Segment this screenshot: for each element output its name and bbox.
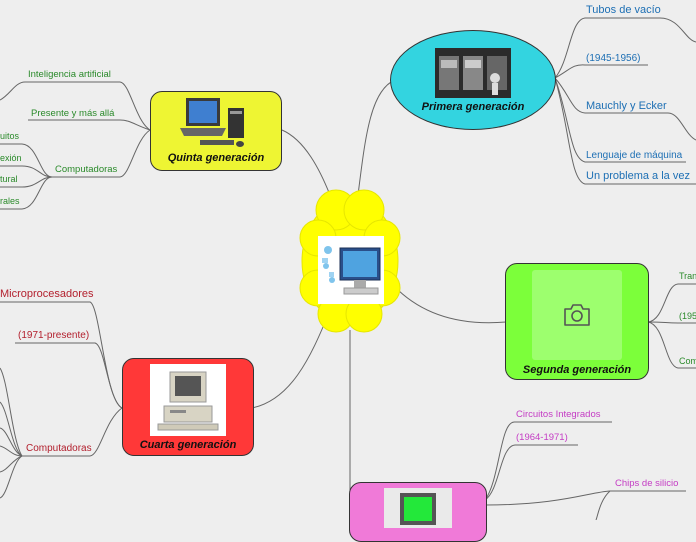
computer-icon	[318, 236, 384, 304]
tercera-item-chips[interactable]: Chips de silicio	[615, 478, 679, 489]
quinta-sub-2[interactable]: exión	[0, 153, 22, 163]
primera-item-problema[interactable]: Un problema a la vez	[586, 170, 690, 182]
quinta-sub-1[interactable]: uitos	[0, 131, 20, 141]
primera-item-lenguaje[interactable]: Lenguaje de máquina	[586, 150, 683, 161]
cuarta-generacion-node[interactable]: Cuarta generación	[122, 358, 254, 456]
pc-photo	[150, 364, 226, 436]
laptop-photo	[180, 98, 244, 147]
quinta-sub-4[interactable]: rales	[0, 196, 20, 206]
segunda-generacion-node[interactable]: Segunda generación	[505, 263, 649, 380]
tercera-item-circuitos[interactable]: Circuitos Integrados	[516, 409, 601, 420]
segunda-item-1[interactable]: Tran	[679, 271, 696, 281]
camera-icon	[564, 304, 590, 326]
connector-lines	[0, 17, 696, 520]
quinta-item-ia[interactable]: Inteligencia artificial	[28, 69, 111, 80]
quinta-generacion-title: Quinta generación	[167, 152, 265, 164]
cuarta-item-microprocesadores[interactable]: Microprocesadores	[0, 288, 94, 300]
primera-generacion-title: Primera generación	[421, 101, 525, 113]
quinta-generacion-node[interactable]: Quinta generación	[150, 91, 282, 171]
cuarta-generacion-title: Cuarta generación	[139, 439, 237, 451]
quinta-item-computadoras[interactable]: Computadoras	[55, 164, 118, 175]
primera-item-fechas[interactable]: (1945-1956)	[586, 53, 641, 64]
primera-item-tubos[interactable]: Tubos de vacío	[586, 4, 661, 16]
primera-item-mauchly[interactable]: Mauchly y Ecker	[586, 100, 667, 112]
tercera-item-fechas[interactable]: (1964-1971)	[516, 432, 568, 443]
monitor-photo	[384, 488, 452, 528]
segunda-item-2[interactable]: (195	[679, 311, 696, 321]
segunda-item-3[interactable]: Com	[679, 356, 696, 366]
image-placeholder	[532, 270, 622, 360]
tercera-generacion-node[interactable]	[349, 482, 487, 542]
quinta-item-presente[interactable]: Presente y más allá	[31, 108, 115, 119]
cuarta-item-computadoras[interactable]: Computadoras	[26, 443, 92, 454]
cuarta-item-fechas[interactable]: (1971-presente)	[18, 330, 90, 341]
center-node[interactable]	[296, 188, 404, 334]
quinta-sub-3[interactable]: tural	[0, 174, 18, 184]
segunda-generacion-title: Segunda generación	[522, 364, 632, 376]
primera-generacion-node[interactable]: Primera generación	[390, 30, 556, 130]
eniac-photo	[435, 48, 511, 98]
